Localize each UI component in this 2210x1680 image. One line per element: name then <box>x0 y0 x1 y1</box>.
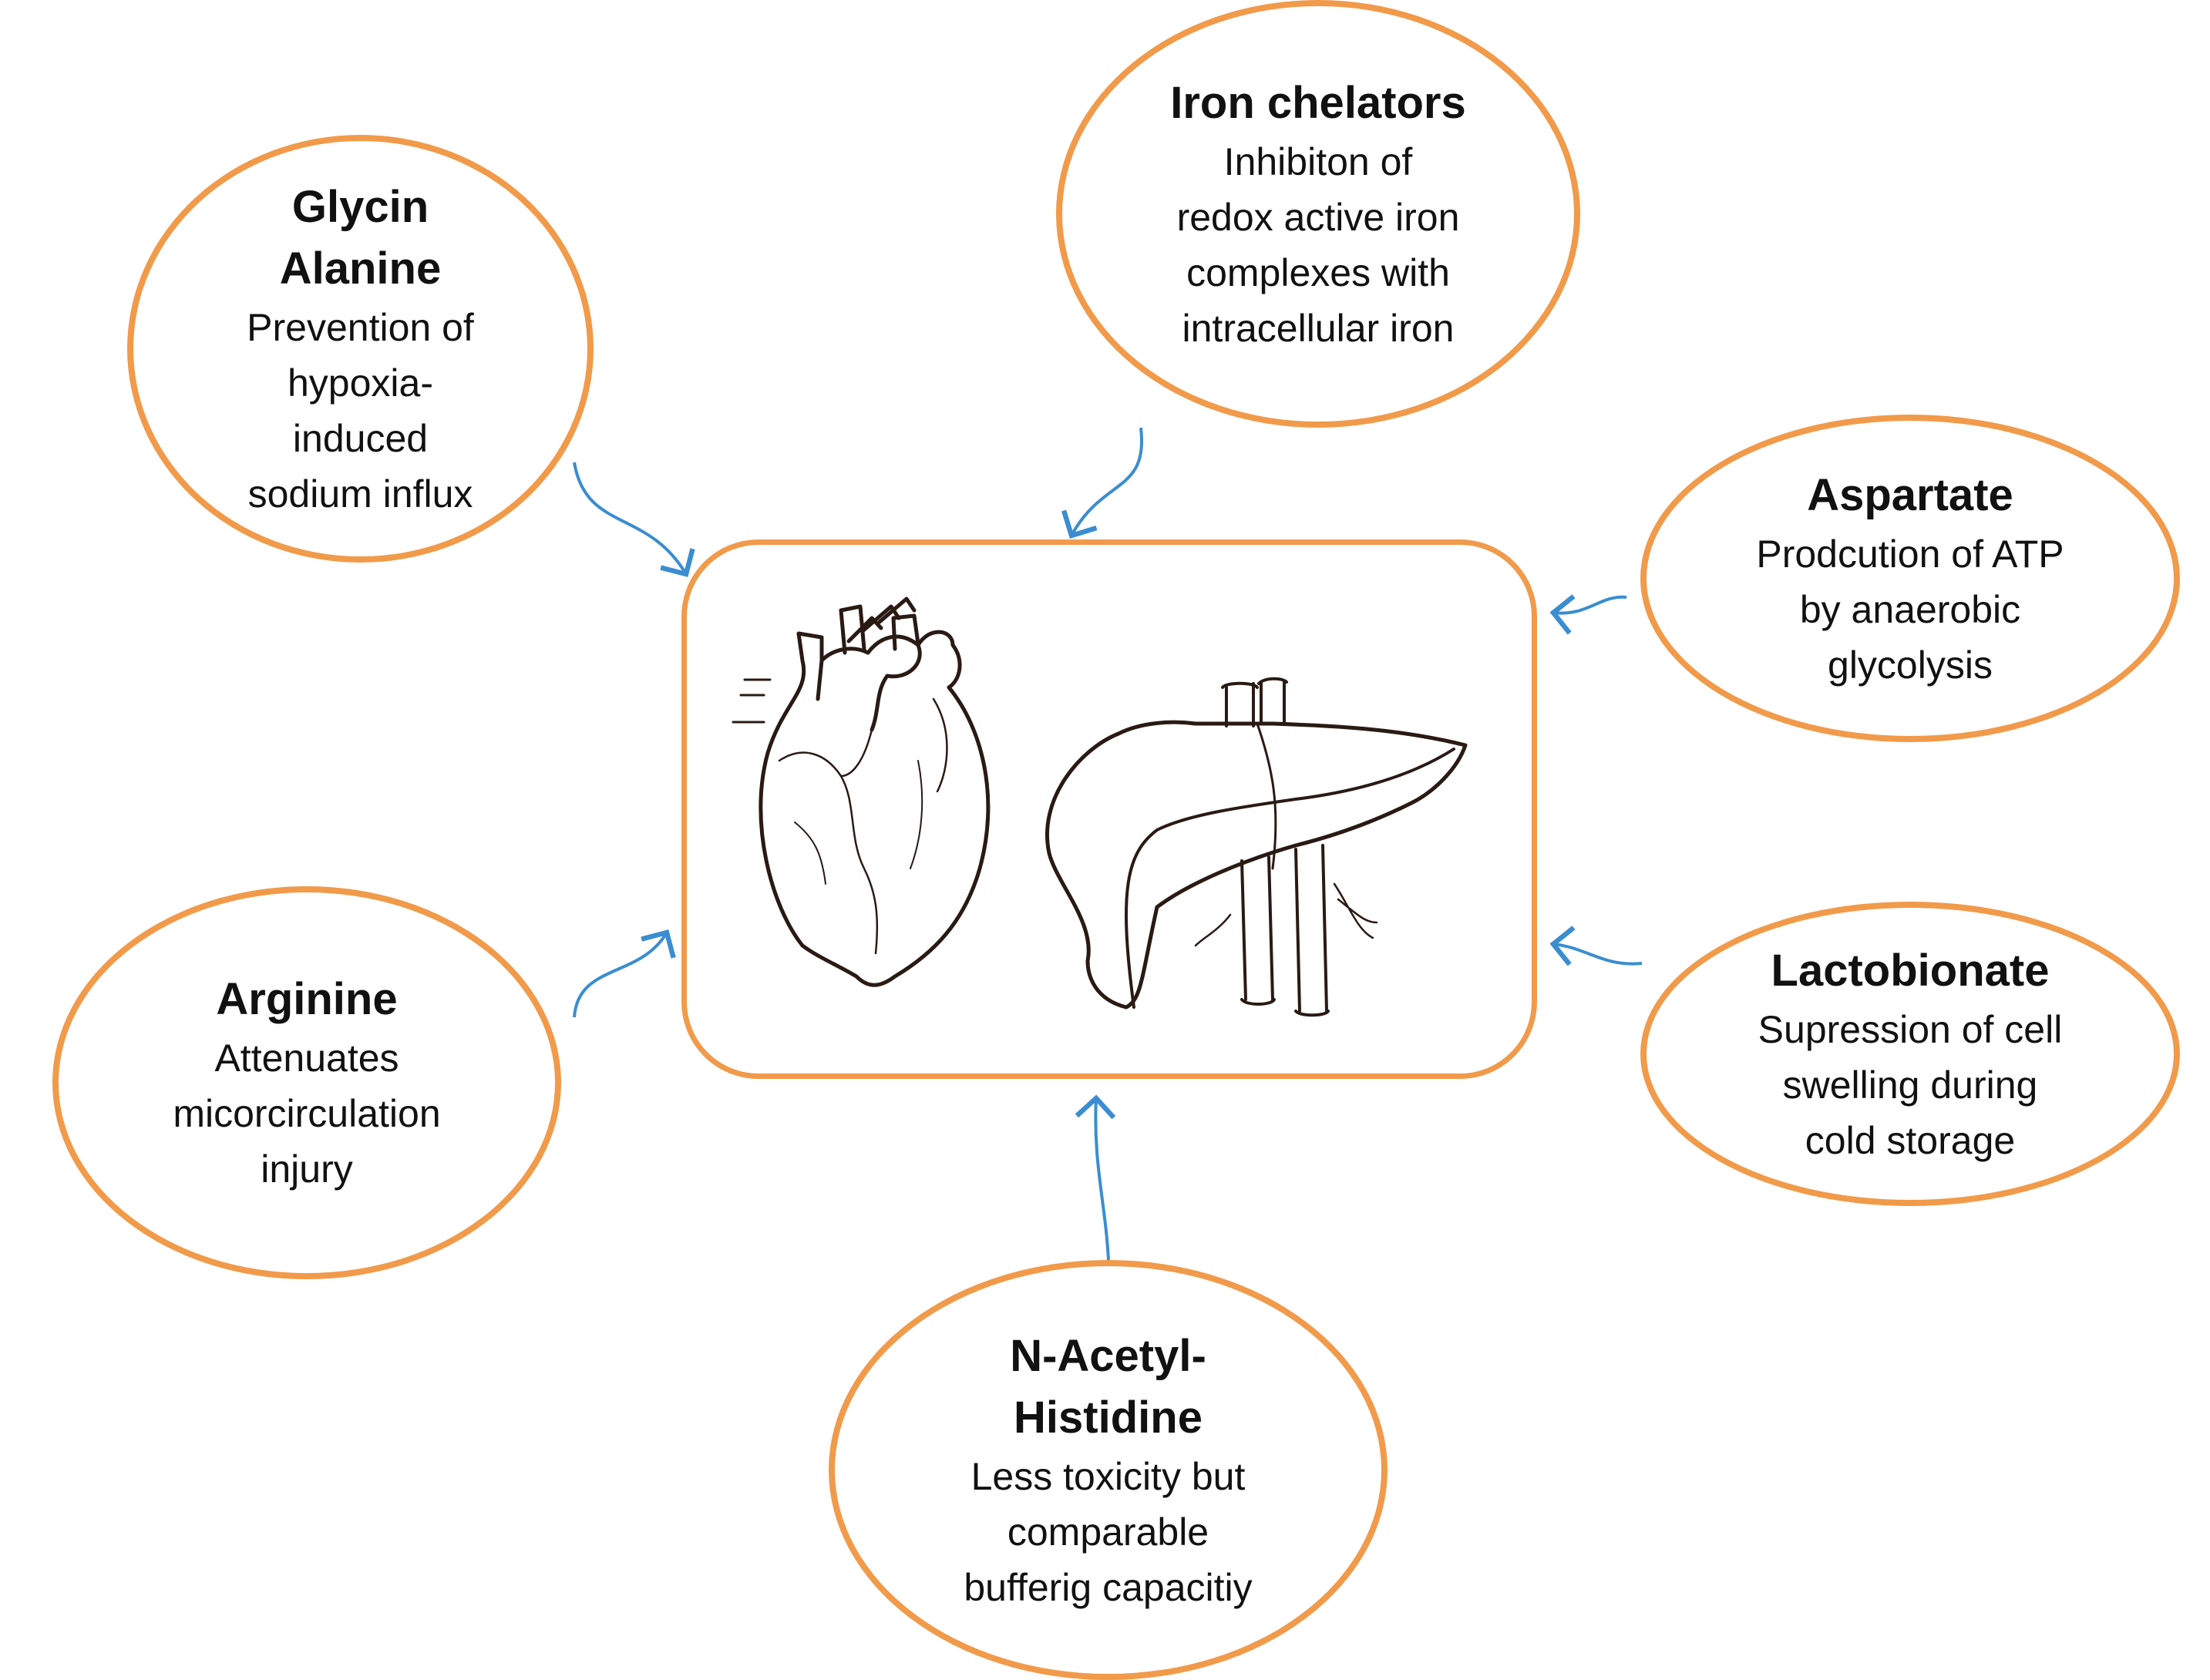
node-title: Lactobionate <box>1771 945 2050 996</box>
node-title: N-Acetyl- Histidine <box>1010 1330 1206 1443</box>
arrow-iron <box>1061 427 1144 539</box>
node-aspartate: Aspartate Prodcution of ATP by anaerobic… <box>1640 415 2180 742</box>
node-arginine: Arginine Attenuates micorcirculation inj… <box>52 886 561 1279</box>
node-title: Aspartate <box>1807 469 2013 520</box>
liver-icon <box>1045 677 1468 1017</box>
node-description: Prodcution of ATP by anaerobic glycolysi… <box>1756 532 2064 687</box>
organs-drawing <box>732 596 1468 1017</box>
node-description: Supression of cell swelling during cold … <box>1758 1007 2063 1162</box>
heart-icon <box>732 596 991 987</box>
node-iron-chelators: Iron chelators Inhibiton of redox active… <box>1056 0 1580 428</box>
node-description: Less toxicity but comparable bufferig ca… <box>964 1454 1253 1609</box>
node-description: Prevention of hypoxia- induced sodium in… <box>247 305 474 516</box>
node-description: Attenuates micorcirculation injury <box>173 1037 441 1191</box>
organ-box <box>681 539 1537 1079</box>
node-description: Inhibiton of redox active iron complexes… <box>1176 139 1460 350</box>
node-glycin-alanine: Glycin Alanine Prevention of hypoxia- in… <box>127 135 594 563</box>
node-title: Iron chelators <box>1170 77 1466 128</box>
arrow-aspartate <box>1549 594 1627 635</box>
arrow-lactobionate <box>1549 926 1643 966</box>
node-n-acetyl-histidine: N-Acetyl- Histidine Less toxicity but co… <box>829 1260 1388 1680</box>
arrow-nacetyl <box>1075 1094 1116 1261</box>
node-title: Glycin Alanine <box>279 181 442 294</box>
node-lactobionate: Lactobionate Supression of cell swelling… <box>1640 902 2180 1206</box>
arrow-glycin <box>573 462 695 577</box>
arrow-arginine <box>573 929 676 1018</box>
node-title: Arginine <box>216 974 398 1024</box>
